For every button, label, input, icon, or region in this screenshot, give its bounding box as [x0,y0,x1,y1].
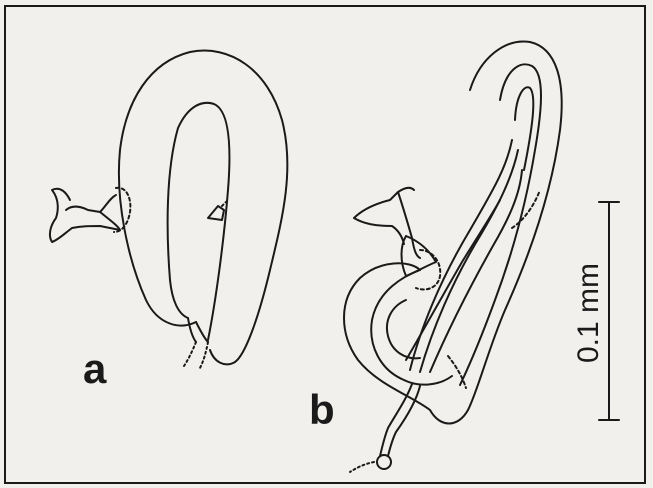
specimen-b-funnel [354,188,420,258]
specimen-b-strand-4 [406,200,500,360]
specimen-b-dotted-low [448,356,466,388]
specimen-a-tab [208,206,224,220]
specimen-b [344,41,562,472]
specimen-a-funnel [50,189,120,242]
scale-bar-label: 0.1 mm [572,258,606,368]
specimen-a-duct-end [188,318,208,342]
panel-a-label: a [83,345,106,393]
specimen-b-strand-3 [430,170,522,372]
specimen-b-tail-dotted [350,462,374,472]
specimen-b-tail [380,384,412,456]
specimen-b-inner-loop-2 [515,87,533,170]
specimen-a [50,51,287,368]
specimen-a-outer-contour [119,51,287,365]
specimen-b-tail-bulb [377,455,391,469]
specimen-a-duct-dotted [184,342,208,368]
specimen-b-strand-1 [410,140,512,370]
specimen-b-outer-contour [344,41,562,423]
specimen-a-inner-contour [168,103,230,340]
panel-b-label: b [309,386,335,434]
